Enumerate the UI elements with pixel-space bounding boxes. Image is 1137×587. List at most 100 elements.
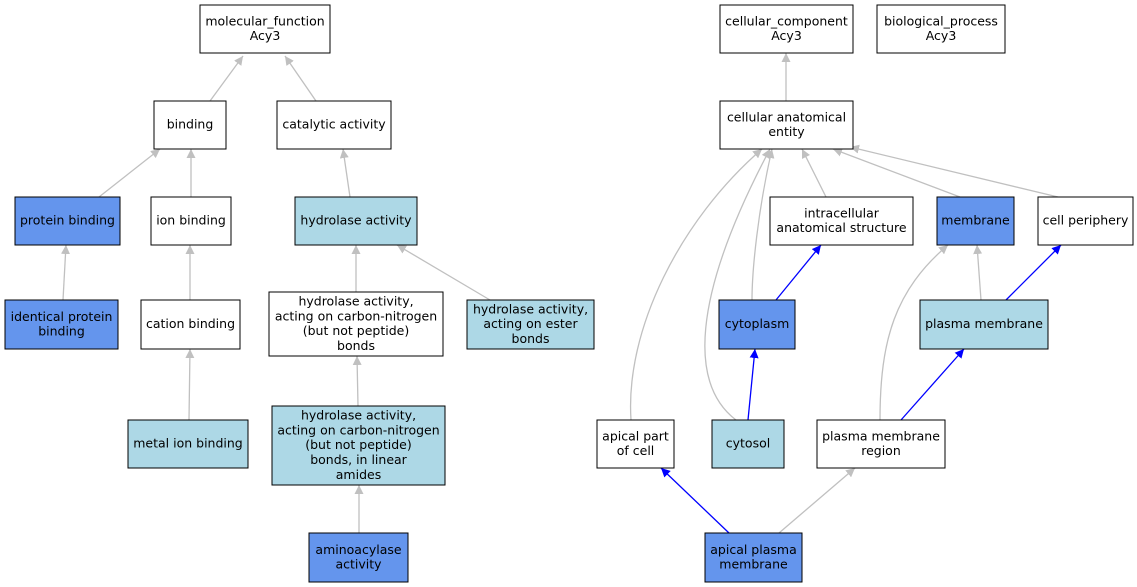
- edge-cytoplasm-to-cellular_anatomical_entity: [751, 148, 775, 301]
- edge-intracellular_anatomical_structure-to-cellular_anatomical_entity: [801, 148, 827, 198]
- node-label-line: acting on carbon-nitrogen: [275, 308, 437, 323]
- node-label-line: apical part: [602, 428, 669, 443]
- node-protein-binding[interactable]: protein binding: [14, 196, 121, 246]
- node-label-line: cellular_component: [725, 13, 848, 28]
- node-label-line: aminoacylase: [315, 542, 401, 557]
- node-label-line: intracellular: [804, 205, 880, 220]
- edge-line: [185, 348, 195, 421]
- node-label-line: cytosol: [726, 436, 770, 451]
- node-box: [127, 419, 249, 469]
- node-label-line: cation binding: [146, 316, 235, 331]
- edge-line: [61, 244, 71, 301]
- edge-line: [775, 244, 822, 301]
- node-membrane[interactable]: membrane: [936, 196, 1015, 246]
- edge-line: [98, 148, 161, 198]
- node-label-line: Acy3: [771, 28, 802, 43]
- edge-line: [1005, 244, 1062, 301]
- edge-line: [849, 144, 1059, 198]
- node-label-line: hydrolase activity,: [298, 294, 413, 309]
- edge-plasma_membrane_region-to-plasma_membrane: [900, 348, 965, 421]
- node-hydrolase-activity[interactable]: hydrolase activity: [294, 196, 418, 246]
- node-label-line: hydrolase activity: [300, 213, 412, 228]
- node-box: [876, 4, 1006, 54]
- edge-line: [396, 244, 491, 301]
- edge-identical_protein_binding-to-protein_binding: [61, 244, 71, 301]
- node-label-line: metal ion binding: [133, 436, 243, 451]
- node-label-line: membrane: [941, 213, 1010, 228]
- node-ion-binding[interactable]: ion binding: [150, 196, 232, 246]
- node-label-line: acting on ester: [483, 316, 578, 331]
- node-label-line: hydrolase activity,: [301, 408, 416, 423]
- node-label-line: protein binding: [20, 213, 115, 228]
- edge-catalytic_activity-to-molecular_function: [284, 55, 317, 102]
- node-box: [936, 196, 1015, 246]
- edge-line: [879, 244, 949, 421]
- node-cytosol[interactable]: cytosol: [711, 419, 785, 469]
- node-box: [718, 299, 796, 350]
- edge-line: [751, 148, 775, 301]
- edge-line: [352, 355, 362, 407]
- node-box: [4, 299, 119, 350]
- node-box: [140, 299, 241, 350]
- node-hydrolase-cn-non-peptide[interactable]: hydrolase activity,acting on carbon-nitr…: [268, 291, 444, 357]
- node-label-line: bonds, in linear: [310, 452, 407, 467]
- node-binding[interactable]: binding: [153, 100, 227, 150]
- node-label-line: bonds: [337, 338, 375, 353]
- node-plasma-membrane[interactable]: plasma membrane: [919, 299, 1049, 350]
- node-label-line: plasma membrane: [925, 316, 1043, 331]
- edge-line: [209, 55, 244, 102]
- node-box: [466, 299, 595, 350]
- node-hydrolase-linear-amides[interactable]: hydrolase activity,acting on carbon-nitr…: [271, 405, 446, 486]
- edge-hydrolase_activity-to-catalytic_activity: [339, 148, 351, 198]
- node-label-line: anatomical structure: [776, 220, 906, 235]
- node-box: [1037, 196, 1134, 246]
- node-box: [769, 196, 914, 246]
- node-label-line: region: [861, 443, 901, 458]
- node-box: [711, 419, 785, 469]
- edge-line: [801, 148, 827, 198]
- node-label-line: of cell: [617, 443, 655, 458]
- node-cytoplasm[interactable]: cytoplasm: [718, 299, 796, 350]
- edge-layer: [61, 53, 1062, 534]
- edge-plasma_membrane-to-membrane: [973, 244, 983, 301]
- edge-apical_plasma_membrane-to-apical_part_of_cell: [660, 467, 730, 534]
- node-cation-binding[interactable]: cation binding: [140, 299, 241, 350]
- node-cell-periphery[interactable]: cell periphery: [1037, 196, 1134, 246]
- node-label-line: (but not peptide): [305, 437, 412, 452]
- node-box: [294, 196, 418, 246]
- edge-binding-to-molecular_function: [209, 55, 244, 102]
- node-box: [919, 299, 1049, 350]
- node-label-line: cytoplasm: [725, 316, 790, 331]
- node-label-line: hydrolase activity,: [473, 301, 588, 316]
- node-label-line: entity: [768, 124, 805, 139]
- node-box: [308, 532, 409, 583]
- edge-hydrolase_linear_amides-to-hydrolase_cn_non_peptide: [352, 355, 362, 407]
- node-label-line: cellular anatomical: [727, 109, 846, 124]
- edge-line: [284, 55, 317, 102]
- node-catalytic-activity[interactable]: catalytic activity: [276, 100, 392, 150]
- node-metal-ion-binding[interactable]: metal ion binding: [127, 419, 249, 469]
- node-label-line: ion binding: [156, 213, 226, 228]
- node-label-line: binding: [38, 324, 85, 339]
- node-box: [596, 419, 675, 469]
- edge-apical_part_of_cell-to-cellular_anatomical_entity: [629, 148, 763, 421]
- edge-plasma_membrane_region-to-membrane: [879, 244, 949, 421]
- edge-line: [778, 467, 856, 534]
- edge-line: [704, 148, 771, 421]
- node-label-line: (but not peptide): [303, 323, 410, 338]
- node-label-line: Acy3: [250, 28, 281, 43]
- edge-cytoplasm-to-intracellular_anatomical_structure: [775, 244, 822, 301]
- edge-cytosol-to-cellular_anatomical_entity: [704, 148, 771, 421]
